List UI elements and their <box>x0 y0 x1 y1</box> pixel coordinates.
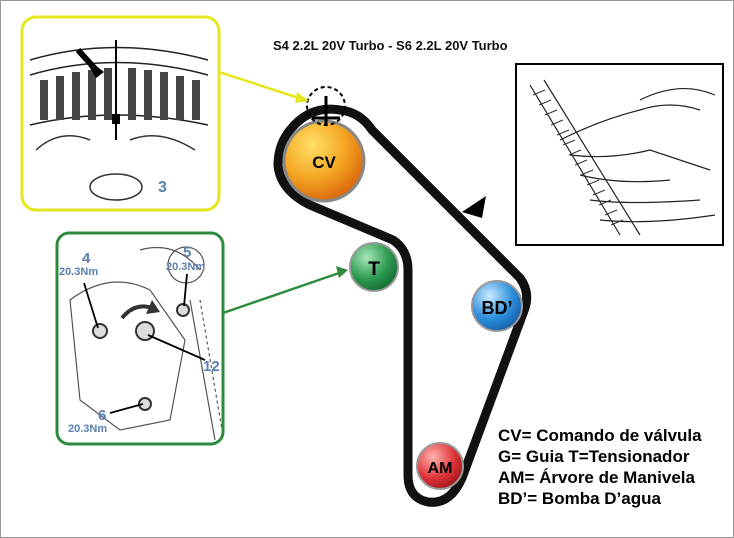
pulley-cv: CV <box>282 119 366 203</box>
yellow-leader-line <box>218 70 306 102</box>
pulley-bd-label: BD’ <box>482 298 513 318</box>
inset-top-number: 3 <box>158 179 167 196</box>
torque-4: 20.3Nm <box>59 266 98 278</box>
belt-direction-arrow <box>462 196 486 218</box>
label-5: 5 <box>183 244 191 261</box>
pulley-cv-label: CV <box>312 153 336 172</box>
pulley-am: AM <box>416 442 464 490</box>
inset-belt-check <box>515 63 724 246</box>
label-4: 4 <box>82 250 91 267</box>
legend-line-am: AM= Árvore de Manivela <box>498 468 695 487</box>
inset-tensioner: 4 20.3Nm 5 20.3Nm 12 6 20.3Nm <box>55 231 225 446</box>
pulley-bd: BD’ <box>471 280 523 332</box>
torque-5: 20.3Nm <box>166 261 205 273</box>
legend-line-cv: CV= Comando de válvula <box>498 426 702 445</box>
label-12: 12 <box>203 358 220 375</box>
green-leader-line <box>222 270 343 315</box>
legend-line-g-t: G= Guia T=Tensionador <box>498 447 690 466</box>
timing-mark-cross <box>312 96 340 126</box>
pulley-am-label: AM <box>428 460 453 477</box>
legend: CV= Comando de válvula G= Guia T=Tension… <box>498 425 702 509</box>
inset-timing-mark: 3 <box>20 15 221 212</box>
diagram-title: S4 2.2L 20V Turbo - S6 2.2L 20V Turbo <box>273 38 508 53</box>
legend-line-bd: BD’= Bomba D’agua <box>498 489 661 508</box>
torque-6: 20.3Nm <box>68 423 107 435</box>
timing-belt <box>273 104 532 507</box>
pulley-t: T <box>349 242 399 292</box>
pulley-t-label: T <box>368 259 380 280</box>
yellow-leader-arrow <box>295 92 309 103</box>
green-leader-arrow <box>336 266 348 278</box>
label-6: 6 <box>98 407 106 424</box>
